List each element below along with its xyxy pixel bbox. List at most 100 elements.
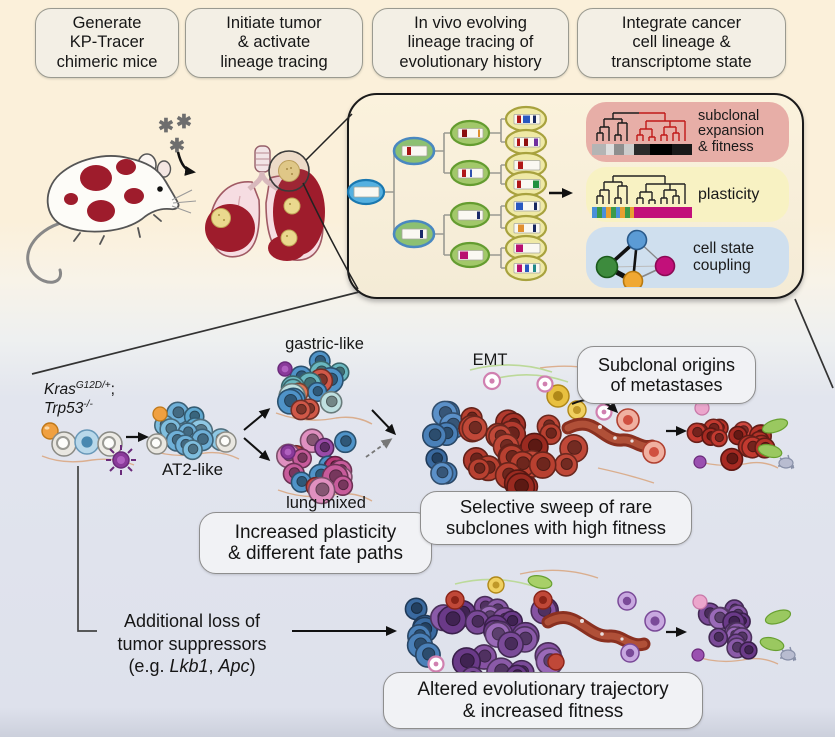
bronchi xyxy=(247,171,280,192)
tumor-cell xyxy=(209,428,233,452)
tumor-cell xyxy=(324,455,347,478)
mouse-body xyxy=(46,155,180,233)
at2-cluster-illustration xyxy=(153,401,233,461)
chimeric-mouse-illustration xyxy=(26,153,197,284)
lungmixed-to-emt-arrow-icon xyxy=(365,438,393,458)
virus-asterisks-icon: ✱ ✱ ✱ xyxy=(158,112,192,157)
tumor-cell xyxy=(334,430,357,454)
tumor-cell xyxy=(288,382,309,403)
virus-particle-icon xyxy=(277,361,296,460)
trachea-rings xyxy=(256,152,269,166)
tumor-cell xyxy=(726,637,748,659)
note-suffix: ) xyxy=(249,656,256,676)
stromal-spiky-cell xyxy=(780,646,797,662)
tumor-cell xyxy=(495,409,521,436)
mouse-patch xyxy=(80,165,112,191)
tumor-cell xyxy=(509,450,536,478)
tumor-cell xyxy=(318,455,339,476)
flower-cell xyxy=(595,403,613,421)
tumor-cell xyxy=(280,387,306,413)
panel-expansion-line-right xyxy=(794,298,834,389)
tumor-cell xyxy=(731,627,753,649)
tumor-cell xyxy=(282,378,304,401)
tumor-cell xyxy=(559,434,589,464)
mouse-patch xyxy=(116,159,136,175)
tumor-cell xyxy=(554,452,578,477)
tumor-cell xyxy=(421,423,447,449)
tumor-cell xyxy=(431,400,459,427)
tumor-cell xyxy=(500,610,524,633)
tumor-cell xyxy=(471,644,497,670)
infection-arrow-icon xyxy=(176,151,196,176)
genotype-label: KrasG12D/+; Trp53-/- xyxy=(44,380,164,418)
gastric-like-cluster-illustration xyxy=(276,350,350,421)
nucleus xyxy=(81,436,93,448)
tumor-cell xyxy=(494,461,522,490)
state-node-magenta xyxy=(654,255,676,276)
nucleus xyxy=(219,435,231,447)
allele-trp53: -/- xyxy=(83,398,93,410)
tumor-cell xyxy=(448,600,477,628)
tumor-cell xyxy=(724,599,745,620)
tumor-cell xyxy=(319,390,343,414)
tumor-cell xyxy=(321,463,349,491)
tumor-cell xyxy=(536,414,561,439)
tumor-cell xyxy=(709,429,728,448)
analysis-box-subclonal: subclonal expansion & fitness xyxy=(586,102,789,162)
lung-tumor xyxy=(273,169,325,255)
tumor-cell xyxy=(482,619,506,643)
tumor-cell xyxy=(701,427,721,447)
tumor-cell xyxy=(488,424,513,449)
tumor-cell xyxy=(414,641,441,668)
lung-mixed-cluster-illustration xyxy=(275,428,357,505)
red-metastasis-illustration xyxy=(686,418,776,471)
callout-increased-plasticity: Increased plasticity & different fate pa… xyxy=(199,512,432,574)
tumor-cell xyxy=(187,418,214,445)
tumor-cell xyxy=(539,422,562,446)
tumor-cell xyxy=(483,614,509,640)
tumor-cell xyxy=(308,368,334,394)
circulating-tumor-cells xyxy=(617,591,666,663)
epithelial-cell xyxy=(146,433,168,455)
tumor-cell xyxy=(166,401,190,425)
note-prefix: (e.g. xyxy=(128,656,170,676)
tumor-cell xyxy=(708,606,732,630)
tumor-cell xyxy=(332,475,354,497)
tumor-cell xyxy=(462,446,490,474)
metastasis-accents xyxy=(691,594,797,662)
state-node-green xyxy=(595,255,619,278)
tumor-cell xyxy=(511,621,540,651)
tumor-cell xyxy=(404,597,428,621)
lung-veins xyxy=(237,189,306,249)
cell-state-network-icon xyxy=(595,229,676,287)
tumor-cell xyxy=(517,449,546,478)
tumor-cell xyxy=(520,432,549,462)
tumor-cell xyxy=(733,421,754,441)
callout-selective-sweep: Selective sweep of rare subclones with h… xyxy=(420,491,692,545)
tumor-cell xyxy=(492,433,520,461)
tumor-cell xyxy=(530,597,558,625)
flower-cell xyxy=(482,371,502,391)
analysis-box-coupling: cell state coupling xyxy=(586,227,789,288)
tumor-cell xyxy=(534,642,562,670)
metastasis-accents xyxy=(693,400,795,470)
tumor-cell xyxy=(190,428,214,452)
tumor-cell xyxy=(727,604,749,626)
callout-subclonal-origins: Subclonal origins of metastases xyxy=(577,346,756,404)
tumor-nodules xyxy=(211,160,301,247)
nucleus xyxy=(102,436,116,450)
tumor-cell xyxy=(280,375,306,400)
tumor-cell xyxy=(309,360,334,385)
tumor-cell xyxy=(686,422,708,444)
tumor-cell xyxy=(165,429,189,452)
mouse-eye xyxy=(157,186,163,192)
plasticity-dendrogram-icon xyxy=(592,174,692,218)
stromal-spiky-cell xyxy=(778,454,795,470)
tumor-cell xyxy=(464,609,490,635)
virus-particle-icon xyxy=(106,445,136,475)
stromal-strokes xyxy=(454,364,569,587)
tumor-cell xyxy=(174,434,197,456)
tumor-cell xyxy=(329,362,350,383)
tumor-cell xyxy=(726,633,746,652)
analysis-label-coupling: cell state coupling xyxy=(693,239,755,274)
